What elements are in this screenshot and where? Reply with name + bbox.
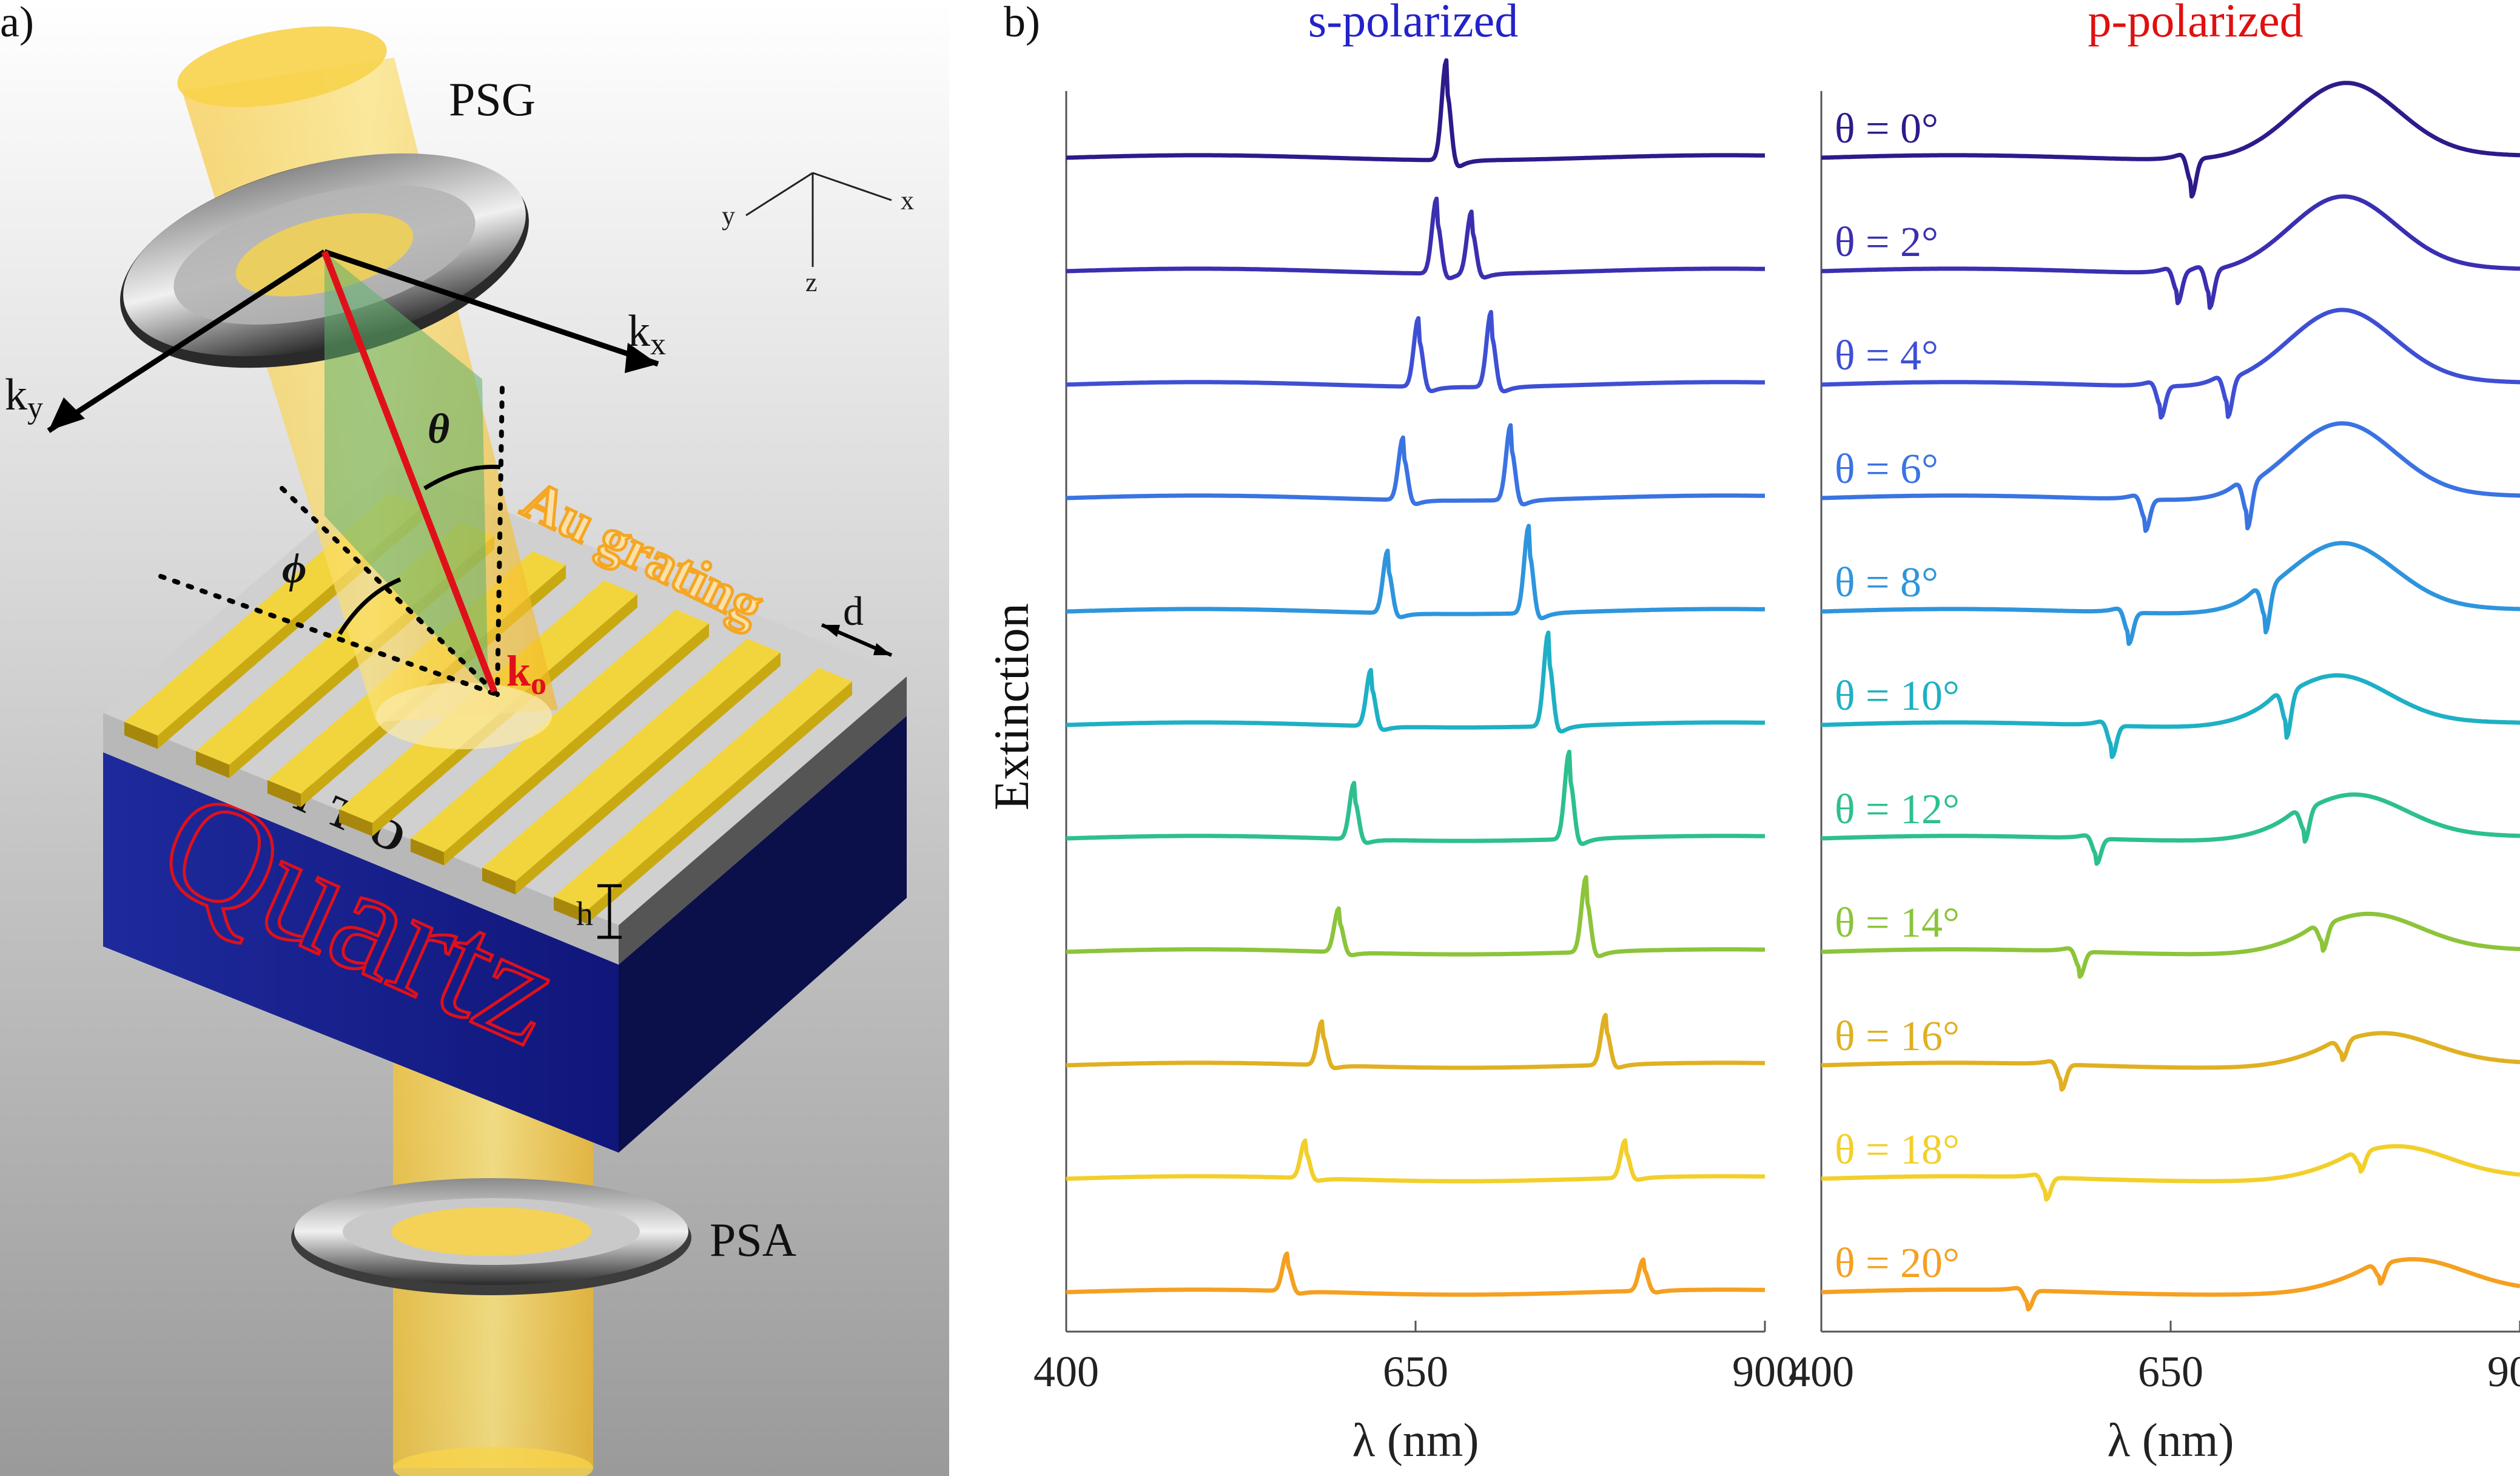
au-grating-bar	[411, 609, 709, 866]
phi-arc	[338, 577, 402, 635]
series-line	[1065, 630, 1766, 734]
series-line	[1065, 423, 1766, 507]
series-line	[1820, 792, 2520, 866]
series-line	[1065, 875, 1766, 959]
theta-arc	[423, 464, 501, 490]
ky-label: ky	[5, 370, 43, 425]
k-axes	[47, 249, 659, 433]
series-label: θ = 16°	[1835, 1013, 1960, 1060]
series-line	[1820, 673, 2520, 760]
series-label: θ = 2°	[1835, 219, 1938, 266]
h-label: h	[576, 895, 593, 933]
series-line	[1820, 1144, 2520, 1202]
series-label: θ = 12°	[1835, 786, 1960, 833]
x-tick-label: 900	[2487, 1347, 2520, 1396]
angle-guides	[158, 386, 505, 697]
series-line	[1820, 308, 2520, 420]
series-label: θ = 8°	[1835, 559, 1938, 606]
series-line	[1820, 421, 2520, 533]
x-tick-label: 400	[1033, 1347, 1099, 1396]
series-line	[1820, 1031, 2520, 1092]
axis-z-label: z	[805, 268, 818, 297]
series-label: θ = 6°	[1835, 446, 1938, 493]
panel-b-label: b)	[1004, 0, 1040, 46]
series-label: θ = 10°	[1835, 673, 1960, 719]
p-polarized-title: p-polarized	[2088, 0, 2303, 47]
series-line	[1820, 541, 2520, 646]
series-line	[1065, 1013, 1766, 1070]
k0-vector	[321, 251, 498, 693]
phi-label: ϕ	[282, 545, 307, 592]
extinction-ylabel: Extinction	[984, 603, 1039, 810]
series-line	[1065, 1138, 1766, 1184]
series-line	[1065, 58, 1766, 169]
au-grating-bar	[554, 667, 852, 924]
s-polarized-title: s-polarized	[1308, 0, 1519, 47]
x-axis-label: λ (nm)	[1352, 1414, 1479, 1466]
series-label: θ = 18°	[1835, 1127, 1960, 1173]
x-tick-label: 400	[1789, 1347, 1854, 1396]
series-label: θ = 20°	[1835, 1240, 1960, 1287]
coordinate-axes-icon	[745, 172, 892, 267]
s-polarized-chart: 400 650 900 λ (nm)	[1033, 58, 1798, 1466]
series-label: θ = 14°	[1835, 900, 1960, 946]
x-tick-label: 650	[2138, 1347, 2203, 1396]
panel-a-label: a)	[0, 0, 34, 46]
series-label: θ = 0°	[1835, 106, 1938, 152]
quartz-substrate	[103, 716, 907, 1153]
series-line	[1065, 197, 1766, 280]
theta-label: θ	[428, 406, 449, 453]
axis-x-label: x	[901, 186, 914, 215]
psa-polarizer-ring	[291, 1178, 691, 1295]
series-line	[1820, 81, 2520, 199]
p-polarized-chart: 400 650 900 λ (nm) θ = 0° θ = 2° θ = 4° θ = 6° θ…	[1789, 81, 2520, 1466]
series-label: θ = 4°	[1835, 332, 1938, 379]
x-tick-label: 900	[1732, 1347, 1798, 1396]
axis-y-label: y	[722, 201, 735, 231]
series-line	[1065, 749, 1766, 846]
kx-label: kx	[628, 306, 666, 362]
period-marker	[821, 623, 893, 657]
series-line	[1065, 1251, 1766, 1297]
thickness-marker	[597, 884, 622, 939]
x-tick-label: 650	[1383, 1347, 1448, 1396]
series-line	[1065, 309, 1766, 394]
psa-label: PSA	[710, 1213, 796, 1266]
psg-label: PSG	[449, 73, 536, 126]
series-line	[1820, 194, 2520, 310]
series-line	[1820, 1257, 2520, 1312]
au-grating-bar	[482, 638, 781, 895]
d-label: d	[843, 588, 864, 634]
k0-label: ko	[506, 647, 546, 701]
series-line	[1820, 911, 2520, 979]
series-line	[1065, 524, 1766, 621]
x-axis-label: λ (nm)	[2108, 1414, 2234, 1466]
